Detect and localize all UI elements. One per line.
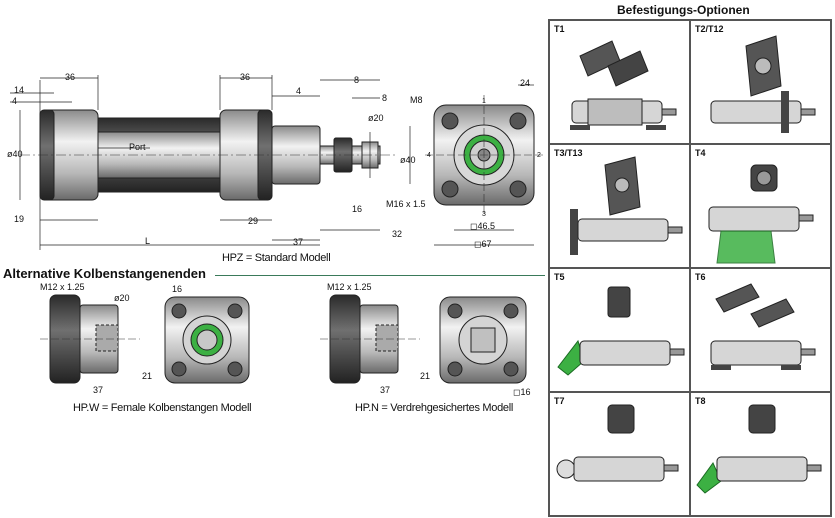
option-code: T2/T12 xyxy=(695,24,724,34)
dim-thread: M16 x 1.5 xyxy=(386,199,426,209)
option-t4[interactable]: T4 xyxy=(690,144,831,268)
option-t3-t13[interactable]: T3/T13 xyxy=(549,144,690,268)
alt-section-title: Alternative Kolbenstangenenden xyxy=(3,266,206,281)
port-num-2: 2 xyxy=(537,152,541,159)
label-m8: M8 xyxy=(410,95,423,105)
port-num-3: 3 xyxy=(482,211,486,218)
t6-illustration xyxy=(710,283,816,370)
option-code: T7 xyxy=(554,396,565,406)
hpw-d37: 37 xyxy=(93,385,104,395)
hpw-d16: 16 xyxy=(172,284,183,294)
dim-8a: 8 xyxy=(354,75,360,85)
section-divider xyxy=(215,275,545,276)
main-cylinder-drawing xyxy=(10,75,545,250)
option-t8[interactable]: T8 xyxy=(690,392,831,516)
option-code: T6 xyxy=(695,272,706,282)
t7-illustration xyxy=(556,404,679,482)
option-t7[interactable]: T7 xyxy=(549,392,690,516)
t4-illustration xyxy=(708,164,814,264)
hpw-caption: HP.W = Female Kolbenstangen Modell xyxy=(73,402,252,414)
label-port: Port xyxy=(129,142,146,152)
dim-4a: 4 xyxy=(12,96,18,106)
option-t6[interactable]: T6 xyxy=(690,268,831,392)
dim-29: 29 xyxy=(248,216,259,226)
dim-19: 19 xyxy=(14,214,25,224)
port-num-4: 4 xyxy=(427,152,431,159)
t8-illustration xyxy=(696,404,822,494)
dim-14: 14 xyxy=(14,85,25,95)
hpw-thread: M12 x 1.25 xyxy=(40,282,85,292)
port-num-1: 1 xyxy=(482,98,486,105)
dim-dia20: ø20 xyxy=(368,113,384,123)
hpn-drawing xyxy=(320,294,527,384)
t5-illustration xyxy=(557,286,685,376)
hpn-d37: 37 xyxy=(380,385,391,395)
option-code: T8 xyxy=(695,396,706,406)
t2-illustration xyxy=(710,35,816,133)
hpw-dia20: ø20 xyxy=(114,293,130,303)
hpn-thread: M12 x 1.25 xyxy=(327,282,372,292)
dim-dia40a: ø40 xyxy=(7,149,23,159)
option-t1[interactable]: T1 xyxy=(549,20,690,144)
option-code: T5 xyxy=(554,272,565,282)
dim-8b: 8 xyxy=(382,93,388,103)
options-title: Befestigungs-Optionen xyxy=(617,3,750,17)
hpn-d21: 21 xyxy=(420,371,431,381)
hpw-drawing xyxy=(40,294,250,384)
mounting-options-grid: T1 T2/T12 T3/T13 T4 xyxy=(548,19,832,517)
dim-L: L xyxy=(145,236,151,246)
dim-24: 24 xyxy=(520,78,531,88)
dim-sq46-5: ◻46.5 xyxy=(470,221,495,231)
hpw-d21: 21 xyxy=(142,371,153,381)
dim-sq67: ◻67 xyxy=(474,239,492,249)
dim-4b: 4 xyxy=(296,86,302,96)
dim-16: 16 xyxy=(352,204,363,214)
hpz-caption: HPZ = Standard Modell xyxy=(222,252,331,264)
t3-illustration xyxy=(570,156,683,255)
dim-36b: 36 xyxy=(240,72,251,82)
option-code: T1 xyxy=(554,24,565,34)
hpn-sq16: ◻16 xyxy=(513,387,531,397)
option-code: T3/T13 xyxy=(554,148,583,158)
dim-32: 32 xyxy=(392,229,403,239)
dim-36a: 36 xyxy=(65,72,76,82)
dim-37: 37 xyxy=(293,237,304,247)
t1-illustration xyxy=(570,40,677,130)
dim-dia40b: ø40 xyxy=(400,155,416,165)
hpn-caption: HP.N = Verdrehgesichertes Modell xyxy=(355,402,514,414)
option-code: T4 xyxy=(695,148,706,158)
option-t2-t12[interactable]: T2/T12 xyxy=(690,20,831,144)
option-t5[interactable]: T5 xyxy=(549,268,690,392)
